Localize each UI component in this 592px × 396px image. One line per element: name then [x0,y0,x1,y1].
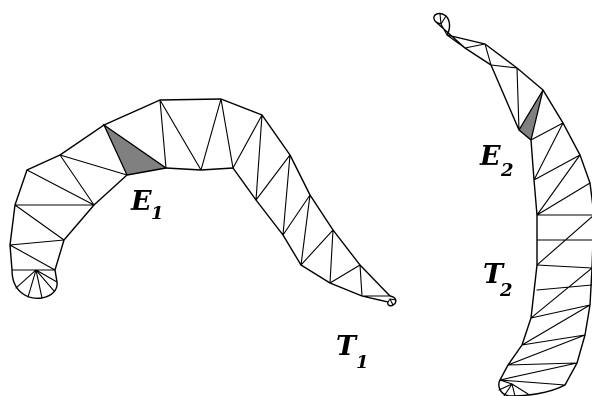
label-t2-main: T [483,259,505,290]
label-e2: E 2 [479,141,514,181]
mesh-t2-internal-edges [446,34,592,386]
highlighted-element-e1 [102,123,168,176]
mesh-t2-outer-boundary [446,34,592,386]
label-t1-main: T [336,331,358,362]
label-e2-main: E [479,141,501,172]
mesh-t2-bottom-fan [498,379,529,396]
mesh-t2-inner-boundary [435,21,538,381]
mesh-t1-outer-boundary [9,98,391,297]
label-e1-subscript: 1 [151,203,164,224]
mesh-t1-inner-boundary [54,167,389,303]
label-t2: T 2 [483,259,513,301]
mesh-t1-right-fan [387,298,397,306]
mesh-t1-internal-edges [9,98,391,297]
label-t2-subscript: 2 [499,280,513,301]
label-t1-subscript: 1 [356,352,369,373]
label-e1-main: E [130,186,152,217]
label-e2-subscript: 2 [500,160,514,181]
mesh-t2-top-fan [435,13,448,36]
label-e1: E 1 [130,186,164,224]
mesh-t1 [9,98,397,307]
label-t1: T 1 [336,331,369,373]
mesh-t1-left-fan [11,269,58,299]
mesh-t2 [433,12,592,396]
mesh-t2-bottom-cap [498,379,566,396]
